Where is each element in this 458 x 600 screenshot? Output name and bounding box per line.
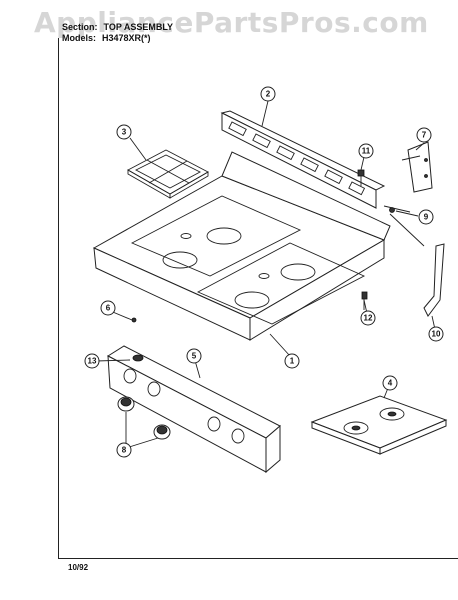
svg-text:7: 7 — [422, 131, 427, 140]
part-backguard-strip — [220, 110, 386, 209]
part-knobs — [117, 396, 171, 440]
svg-text:13: 13 — [88, 357, 97, 366]
callout-4: 4 — [382, 375, 398, 391]
svg-text:8: 8 — [122, 446, 127, 455]
callout-8: 8 — [116, 442, 132, 458]
svg-text:6: 6 — [106, 304, 111, 313]
callout-1: 1 — [284, 353, 300, 369]
part-cooktop — [92, 151, 391, 341]
part-burner-grate — [127, 149, 209, 199]
part-hardware — [357, 169, 425, 310]
watermark: AppliancePartsPros.com — [34, 6, 429, 39]
callout-12: 12 — [360, 310, 376, 326]
svg-text:5: 5 — [192, 352, 197, 361]
part-drip-pan-tray — [310, 395, 448, 455]
callout-10: 10 — [428, 326, 444, 342]
part-bracket-7 — [401, 141, 433, 193]
svg-text:1: 1 — [290, 357, 295, 366]
svg-text:10: 10 — [432, 330, 441, 339]
diagram-frame — [58, 38, 458, 559]
callout-13: 13 — [84, 353, 100, 369]
svg-text:9: 9 — [424, 213, 429, 222]
callout-7: 7 — [416, 127, 432, 143]
section-header: Section: TOP ASSEMBLY — [62, 22, 173, 32]
callout-3: 3 — [116, 124, 132, 140]
svg-text:11: 11 — [362, 147, 371, 156]
callout-9: 9 — [418, 209, 434, 225]
svg-text:3: 3 — [122, 128, 127, 137]
revision-date: 10/92 — [68, 563, 89, 572]
callout-5: 5 — [186, 348, 202, 364]
models-value: H3478XR(*) — [102, 33, 151, 43]
svg-text:12: 12 — [364, 314, 373, 323]
models-header: Models: H3478XR(*) — [62, 33, 151, 43]
callouts: 1 2 3 4 5 6 7 8 9 10 11 12 13 — [84, 86, 444, 458]
callout-11: 11 — [358, 143, 374, 159]
section-value: TOP ASSEMBLY — [103, 22, 174, 32]
svg-text:2: 2 — [266, 90, 271, 99]
part-screw — [131, 317, 137, 323]
svg-text:4: 4 — [388, 379, 393, 388]
callout-2: 2 — [260, 86, 276, 102]
part-side-trim — [423, 243, 445, 317]
models-label: Models: — [62, 33, 97, 43]
section-label: Section: — [62, 22, 98, 32]
part-control-panel — [106, 345, 281, 474]
callout-6: 6 — [100, 300, 116, 316]
